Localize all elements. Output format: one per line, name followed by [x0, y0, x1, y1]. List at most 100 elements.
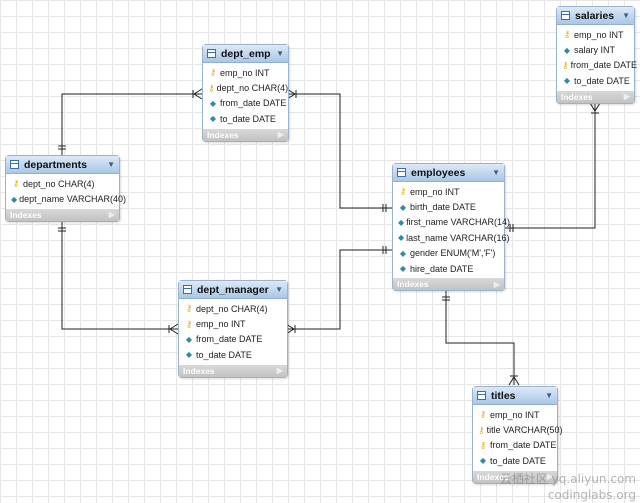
column-row[interactable]: ◆gender ENUM('M','F') — [393, 246, 504, 261]
column-row[interactable]: ◆last_name VARCHAR(16) — [393, 230, 510, 245]
indexes-label: Indexes — [561, 91, 593, 102]
key-icon: ⚷ — [208, 82, 215, 93]
indexes-label: Indexes — [207, 129, 239, 140]
column-label: emp_no INT — [574, 29, 624, 40]
indexes-label: Indexes — [10, 209, 42, 220]
table-title: dept_manager — [197, 283, 269, 296]
diamond-icon: ◆ — [479, 456, 487, 466]
column-row[interactable]: ◆from_date DATE — [203, 96, 288, 111]
table-dept-manager[interactable]: dept_manager ▼ ⚷dept_no CHAR(4) ⚷emp_no … — [178, 280, 288, 378]
diamond-icon: ◆ — [398, 233, 405, 243]
column-row[interactable]: ⚷emp_no INT — [203, 65, 288, 80]
column-row[interactable]: ◆dept_name VARCHAR(40) — [6, 191, 126, 206]
column-label: gender ENUM('M','F') — [410, 248, 496, 259]
column-row[interactable]: ◆salary INT — [557, 42, 634, 57]
column-label: last_name VARCHAR(16) — [406, 232, 510, 243]
column-row[interactable]: ◆to_date DATE — [179, 347, 287, 362]
indexes-section[interactable]: Indexes ▶ — [473, 470, 557, 483]
column-row[interactable]: ⚷dept_no CHAR(4) — [179, 301, 287, 316]
collapse-caret-icon[interactable]: ▼ — [275, 285, 283, 294]
diamond-icon: ◆ — [398, 217, 405, 227]
collapse-caret-icon[interactable]: ▼ — [276, 49, 284, 58]
diamond-icon: ◆ — [563, 45, 571, 55]
column-label: hire_date DATE — [410, 263, 474, 274]
column-label: dept_no CHAR(4) — [23, 178, 95, 189]
table-icon — [397, 168, 406, 177]
table-title: salaries — [575, 9, 615, 22]
column-row[interactable]: ◆to_date DATE — [557, 73, 634, 88]
table-employees[interactable]: employees ▼ ⚷emp_no INT ◆birth_date DATE… — [392, 163, 510, 292]
indexes-section[interactable]: Indexes ▶ — [557, 90, 634, 103]
indexes-label: Indexes — [183, 365, 215, 376]
table-header[interactable]: departments ▼ — [6, 156, 119, 174]
column-row[interactable]: ◆first_name VARCHAR(14) — [393, 215, 510, 230]
indexes-section[interactable]: Indexes ▶ — [393, 278, 504, 291]
key-icon: ⚷ — [563, 29, 571, 40]
indexes-section[interactable]: Indexes ▶ — [179, 364, 287, 377]
table-header[interactable]: employees ▼ — [393, 164, 504, 182]
column-label: to_date DATE — [220, 113, 276, 124]
table-header[interactable]: titles ▼ — [473, 387, 557, 405]
rel-employees-titles — [445, 291, 515, 385]
table-salaries[interactable]: salaries ▼ ⚷emp_no INT ◆salary INT ⚷from… — [556, 6, 637, 104]
diamond-icon: ◆ — [209, 114, 217, 124]
expand-arrow-icon: ▶ — [546, 472, 553, 482]
column-row[interactable]: ⚷from_date DATE — [557, 58, 637, 73]
column-row[interactable]: ◆to_date DATE — [473, 453, 557, 468]
column-row[interactable]: ◆birth_date DATE — [393, 199, 504, 214]
indexes-label: Indexes — [477, 471, 509, 482]
column-row[interactable]: ◆to_date DATE — [203, 111, 288, 126]
expand-arrow-icon: ▶ — [108, 210, 115, 220]
column-row[interactable]: ⚷emp_no INT — [557, 27, 634, 42]
indexes-section[interactable]: Indexes ▶ — [203, 128, 288, 141]
table-titles[interactable]: titles ▼ ⚷emp_no INT ⚷title VARCHAR(50) … — [472, 386, 562, 484]
table-header[interactable]: dept_manager ▼ — [179, 281, 287, 299]
column-label: to_date DATE — [490, 455, 546, 466]
column-row[interactable]: ⚷dept_no CHAR(4) — [203, 80, 288, 95]
rel-employees-dept-emp — [287, 93, 392, 209]
indexes-section[interactable]: Indexes ▶ — [6, 208, 119, 221]
column-label: from_date DATE — [570, 60, 637, 71]
rel-departments-dept-manager — [61, 222, 178, 330]
collapse-caret-icon[interactable]: ▼ — [107, 160, 115, 169]
table-icon — [10, 160, 19, 169]
diamond-icon: ◆ — [399, 202, 407, 212]
column-label: title VARCHAR(50) — [486, 425, 563, 436]
collapse-caret-icon[interactable]: ▼ — [545, 391, 553, 400]
key-icon: ⚷ — [185, 318, 193, 329]
column-row[interactable]: ⚷title VARCHAR(50) — [473, 422, 562, 437]
table-title: employees — [411, 166, 466, 179]
column-row[interactable]: ⚷emp_no INT — [393, 184, 504, 199]
column-row[interactable]: ◆hire_date DATE — [393, 261, 504, 276]
column-label: from_date DATE — [196, 334, 263, 345]
rel-employees-dept-manager — [286, 249, 392, 330]
column-row[interactable]: ◆from_date DATE — [179, 332, 287, 347]
collapse-caret-icon[interactable]: ▼ — [492, 168, 500, 177]
table-header[interactable]: dept_emp ▼ — [203, 45, 288, 63]
diamond-icon: ◆ — [185, 334, 193, 344]
rel-employees-salaries — [503, 103, 596, 229]
column-label: from_date DATE — [220, 98, 287, 109]
collapse-caret-icon[interactable]: ▼ — [622, 11, 630, 20]
key-icon: ⚷ — [479, 409, 487, 420]
table-icon — [183, 285, 192, 294]
rel-departments-dept-emp — [61, 93, 202, 155]
column-row[interactable]: ⚷emp_no INT — [179, 316, 287, 331]
diamond-icon: ◆ — [11, 194, 18, 204]
table-icon — [477, 391, 486, 400]
column-row[interactable]: ⚷dept_no CHAR(4) — [6, 176, 119, 191]
watermark-yunqi: 云栖社区 yq.aliyun.com — [499, 472, 636, 486]
table-dept-emp[interactable]: dept_emp ▼ ⚷emp_no INT ⚷dept_no CHAR(4) … — [202, 44, 289, 142]
diamond-icon: ◆ — [399, 264, 407, 274]
key-icon: ⚷ — [478, 424, 485, 435]
table-header[interactable]: salaries ▼ — [557, 7, 634, 25]
column-label: first_name VARCHAR(14) — [406, 217, 511, 228]
key-icon: ⚷ — [209, 67, 217, 78]
column-label: to_date DATE — [196, 349, 252, 360]
column-label: dept_name VARCHAR(40) — [19, 194, 127, 205]
column-row[interactable]: ⚷emp_no INT — [473, 407, 557, 422]
table-departments[interactable]: departments ▼ ⚷dept_no CHAR(4) ◆dept_nam… — [5, 155, 126, 222]
column-label: emp_no INT — [220, 67, 270, 78]
column-row[interactable]: ⚷from_date DATE — [473, 438, 557, 453]
